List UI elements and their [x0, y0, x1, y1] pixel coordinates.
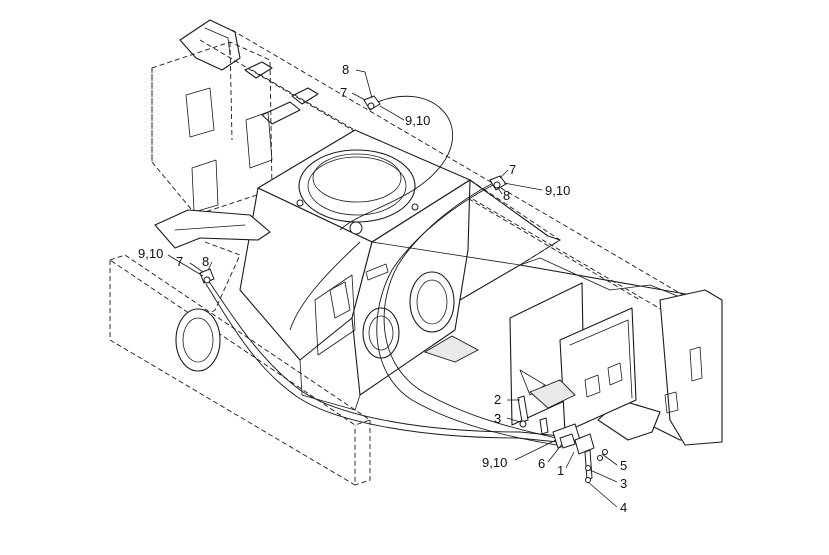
callout-7-left: 7 [176, 254, 183, 269]
callout-2: 2 [494, 392, 501, 407]
right-side-plates [509, 282, 637, 433]
callout-1: 1 [557, 463, 564, 478]
callouts: 8 7 9,10 7 8 9,10 9,10 7 8 2 3 9,10 6 1 … [138, 62, 627, 515]
callout-9-10-left: 9,10 [138, 246, 163, 261]
callout-7-right: 7 [509, 162, 516, 177]
callout-9-10-bottom: 9,10 [482, 455, 507, 470]
right-fitting [489, 175, 507, 191]
callout-9-10-top: 9,10 [405, 113, 430, 128]
callout-8-right: 8 [503, 188, 510, 203]
callout-3-left: 3 [494, 411, 501, 426]
left-side-bracket [154, 209, 271, 321]
top-rail [179, 19, 706, 336]
callout-8-top: 8 [342, 62, 349, 77]
callout-5: 5 [620, 458, 627, 473]
callout-9-10-right: 9,10 [545, 183, 570, 198]
callout-3-right: 3 [620, 476, 627, 491]
top-fitting [363, 95, 381, 111]
hose-routing [205, 95, 566, 447]
left-fitting [199, 268, 215, 284]
valve-block-fittings [517, 395, 608, 483]
callout-7-top: 7 [340, 85, 347, 100]
right-frame [371, 179, 723, 446]
callout-6: 6 [538, 456, 545, 471]
leader-lines [167, 69, 618, 508]
callout-4: 4 [620, 500, 627, 515]
central-body [239, 129, 479, 411]
rear-end-plate [151, 41, 273, 216]
callout-8-left: 8 [202, 254, 209, 269]
front-counterweight [108, 254, 372, 486]
